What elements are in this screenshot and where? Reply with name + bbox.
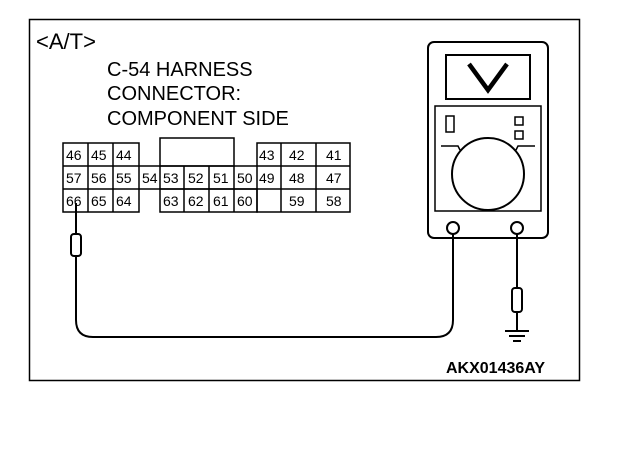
harness-connector [62, 137, 351, 213]
pin-47: 47 [326, 170, 342, 186]
meter-switch-icon [445, 115, 455, 133]
test-leads [70, 203, 523, 338]
pin-50: 50 [237, 170, 253, 186]
connector-title-line-2: CONNECTOR: [107, 83, 241, 105]
pin-65: 65 [91, 193, 107, 209]
meter-dial-icon [451, 137, 525, 211]
pin-58: 58 [326, 193, 342, 209]
pin-45: 45 [91, 147, 107, 163]
ground-icon [505, 330, 529, 342]
section-label: <A/T> [36, 29, 96, 54]
lead-wire [75, 234, 454, 338]
meter-jack-left [446, 221, 460, 235]
pin-56: 56 [91, 170, 107, 186]
pin-64: 64 [116, 193, 132, 209]
pin-54: 54 [142, 170, 158, 186]
pin-48: 48 [289, 170, 305, 186]
voltmeter [427, 41, 549, 239]
figure-code: AKX01436AY [446, 360, 545, 377]
pin-62: 62 [188, 193, 204, 209]
pin-59: 59 [289, 193, 305, 209]
pin-41: 41 [326, 147, 342, 163]
pin-61: 61 [213, 193, 229, 209]
meter-jack-right [510, 221, 524, 235]
pin-49: 49 [259, 170, 275, 186]
pin-55: 55 [116, 170, 132, 186]
connector-title-line-3: COMPONENT SIDE [107, 108, 289, 130]
pin-60: 60 [237, 193, 253, 209]
pin-66: 66 [66, 193, 82, 209]
connector-pins: 46 45 44 43 42 41 57 56 55 54 53 52 51 5… [66, 147, 342, 209]
volt-symbol-icon [467, 62, 509, 94]
meter-display [445, 54, 531, 100]
pin-63: 63 [163, 193, 179, 209]
pin-46: 46 [66, 147, 82, 163]
pin-53: 53 [163, 170, 179, 186]
connector-title-line-1: C-54 HARNESS [107, 59, 253, 81]
pin-42: 42 [289, 147, 305, 163]
diagram-frame [28, 18, 581, 382]
pin-52: 52 [188, 170, 204, 186]
pin-44: 44 [116, 147, 132, 163]
probe-left-icon [70, 233, 82, 257]
pin-43: 43 [259, 147, 275, 163]
pin-51: 51 [213, 170, 229, 186]
pin-57: 57 [66, 170, 82, 186]
probe-right-icon [511, 287, 523, 313]
